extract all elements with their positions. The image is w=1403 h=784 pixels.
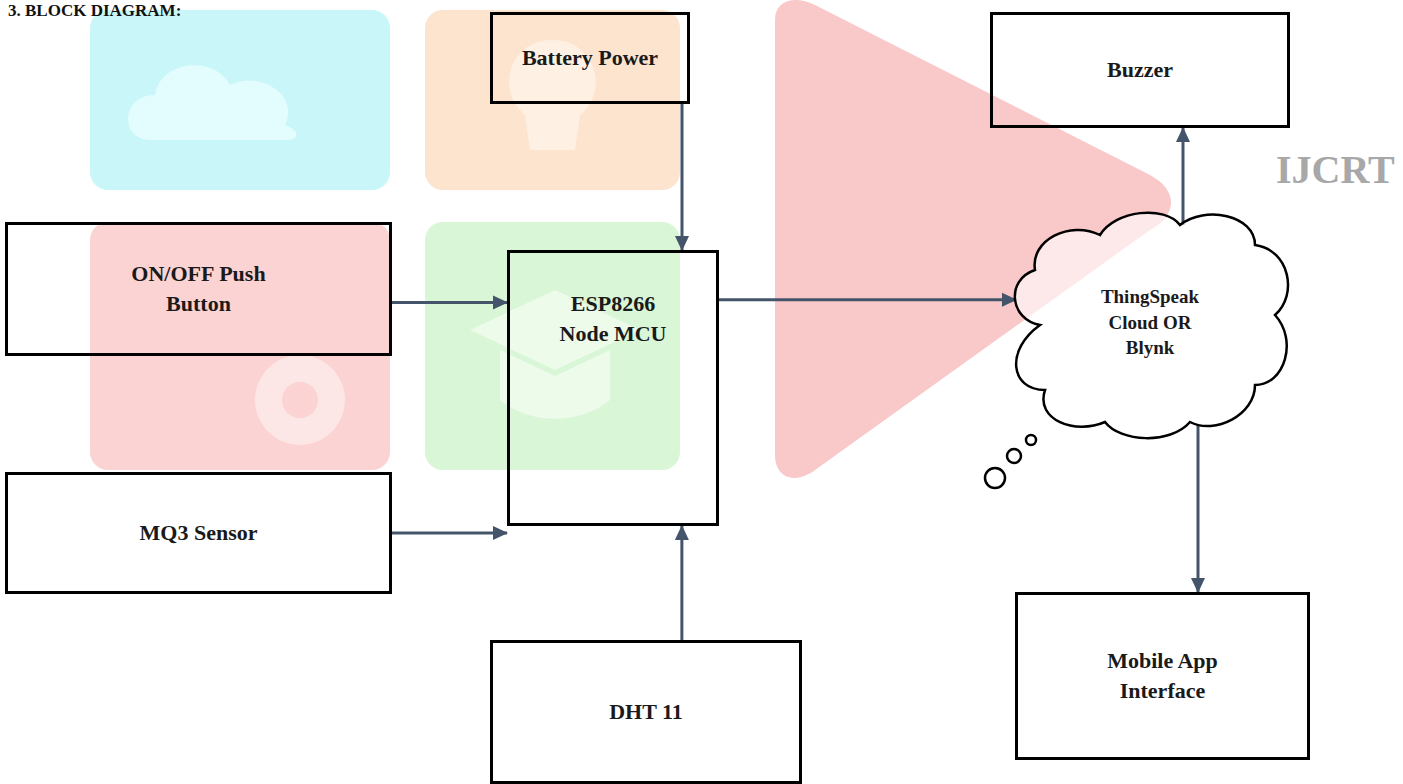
block-box: ESP8266 Node MCU — [507, 250, 719, 526]
watermark-tile — [90, 222, 390, 470]
cloud-node: ThingSpeak Cloud OR Blynk — [1000, 200, 1300, 445]
block-box: Battery Power — [490, 12, 690, 104]
cloud-path — [1015, 213, 1288, 438]
node-label: MQ3 Sensor — [140, 518, 258, 548]
node-label: ESP8266 Node MCU — [548, 289, 678, 348]
node-text-group: ThingSpeak Cloud OR Blynk — [1085, 284, 1215, 361]
watermark-tile — [425, 10, 680, 190]
arrow-connector — [681, 104, 684, 250]
thought-bubble — [1007, 449, 1021, 463]
node-label: DHT 11 — [609, 697, 683, 727]
watermark-text: IJCRT — [1276, 146, 1395, 193]
block-box: Buzzer — [990, 12, 1290, 128]
arrow-connector — [680, 526, 683, 640]
node-text-group: Buzzer — [1107, 55, 1173, 85]
node-text-group: ESP8266 Node MCU — [548, 289, 678, 348]
watermark-tile — [425, 222, 680, 470]
thought-bubble — [1026, 435, 1036, 445]
watermark-icon — [500, 350, 610, 419]
arrow-connector — [719, 298, 1016, 301]
watermark-icon — [128, 65, 296, 140]
node-label: Mobile App Interface — [1083, 646, 1243, 705]
node-text-group: DHT 11 — [609, 697, 683, 727]
node-label: ThingSpeak Cloud OR Blynk — [1085, 284, 1215, 361]
arrow-connector — [1197, 426, 1200, 592]
watermark-icon — [282, 382, 318, 418]
node-text-group: MQ3 Sensor — [140, 518, 258, 548]
arrow-connector — [392, 301, 507, 304]
thought-bubble — [985, 468, 1005, 488]
diagram-title: 3. BLOCK DIAGRAM: — [8, 1, 181, 21]
arrow-connector — [1182, 128, 1185, 225]
watermark-tile — [90, 10, 390, 190]
arrow-connector — [392, 532, 507, 535]
watermark-icon — [255, 355, 345, 445]
node-text-group: Mobile App Interface — [1083, 646, 1243, 705]
node-label: Buzzer — [1107, 55, 1173, 85]
block-box: Mobile App Interface — [1015, 592, 1310, 760]
node-label: ON/OFF Push Button — [114, 259, 284, 318]
block-box: MQ3 Sensor — [5, 472, 392, 594]
node-text-group: ON/OFF Push Button — [114, 259, 284, 318]
node-label: Battery Power — [522, 43, 658, 73]
block-box: ON/OFF Push Button — [5, 222, 392, 356]
node-text-group: Battery Power — [522, 43, 658, 73]
block-box: DHT 11 — [490, 640, 802, 784]
